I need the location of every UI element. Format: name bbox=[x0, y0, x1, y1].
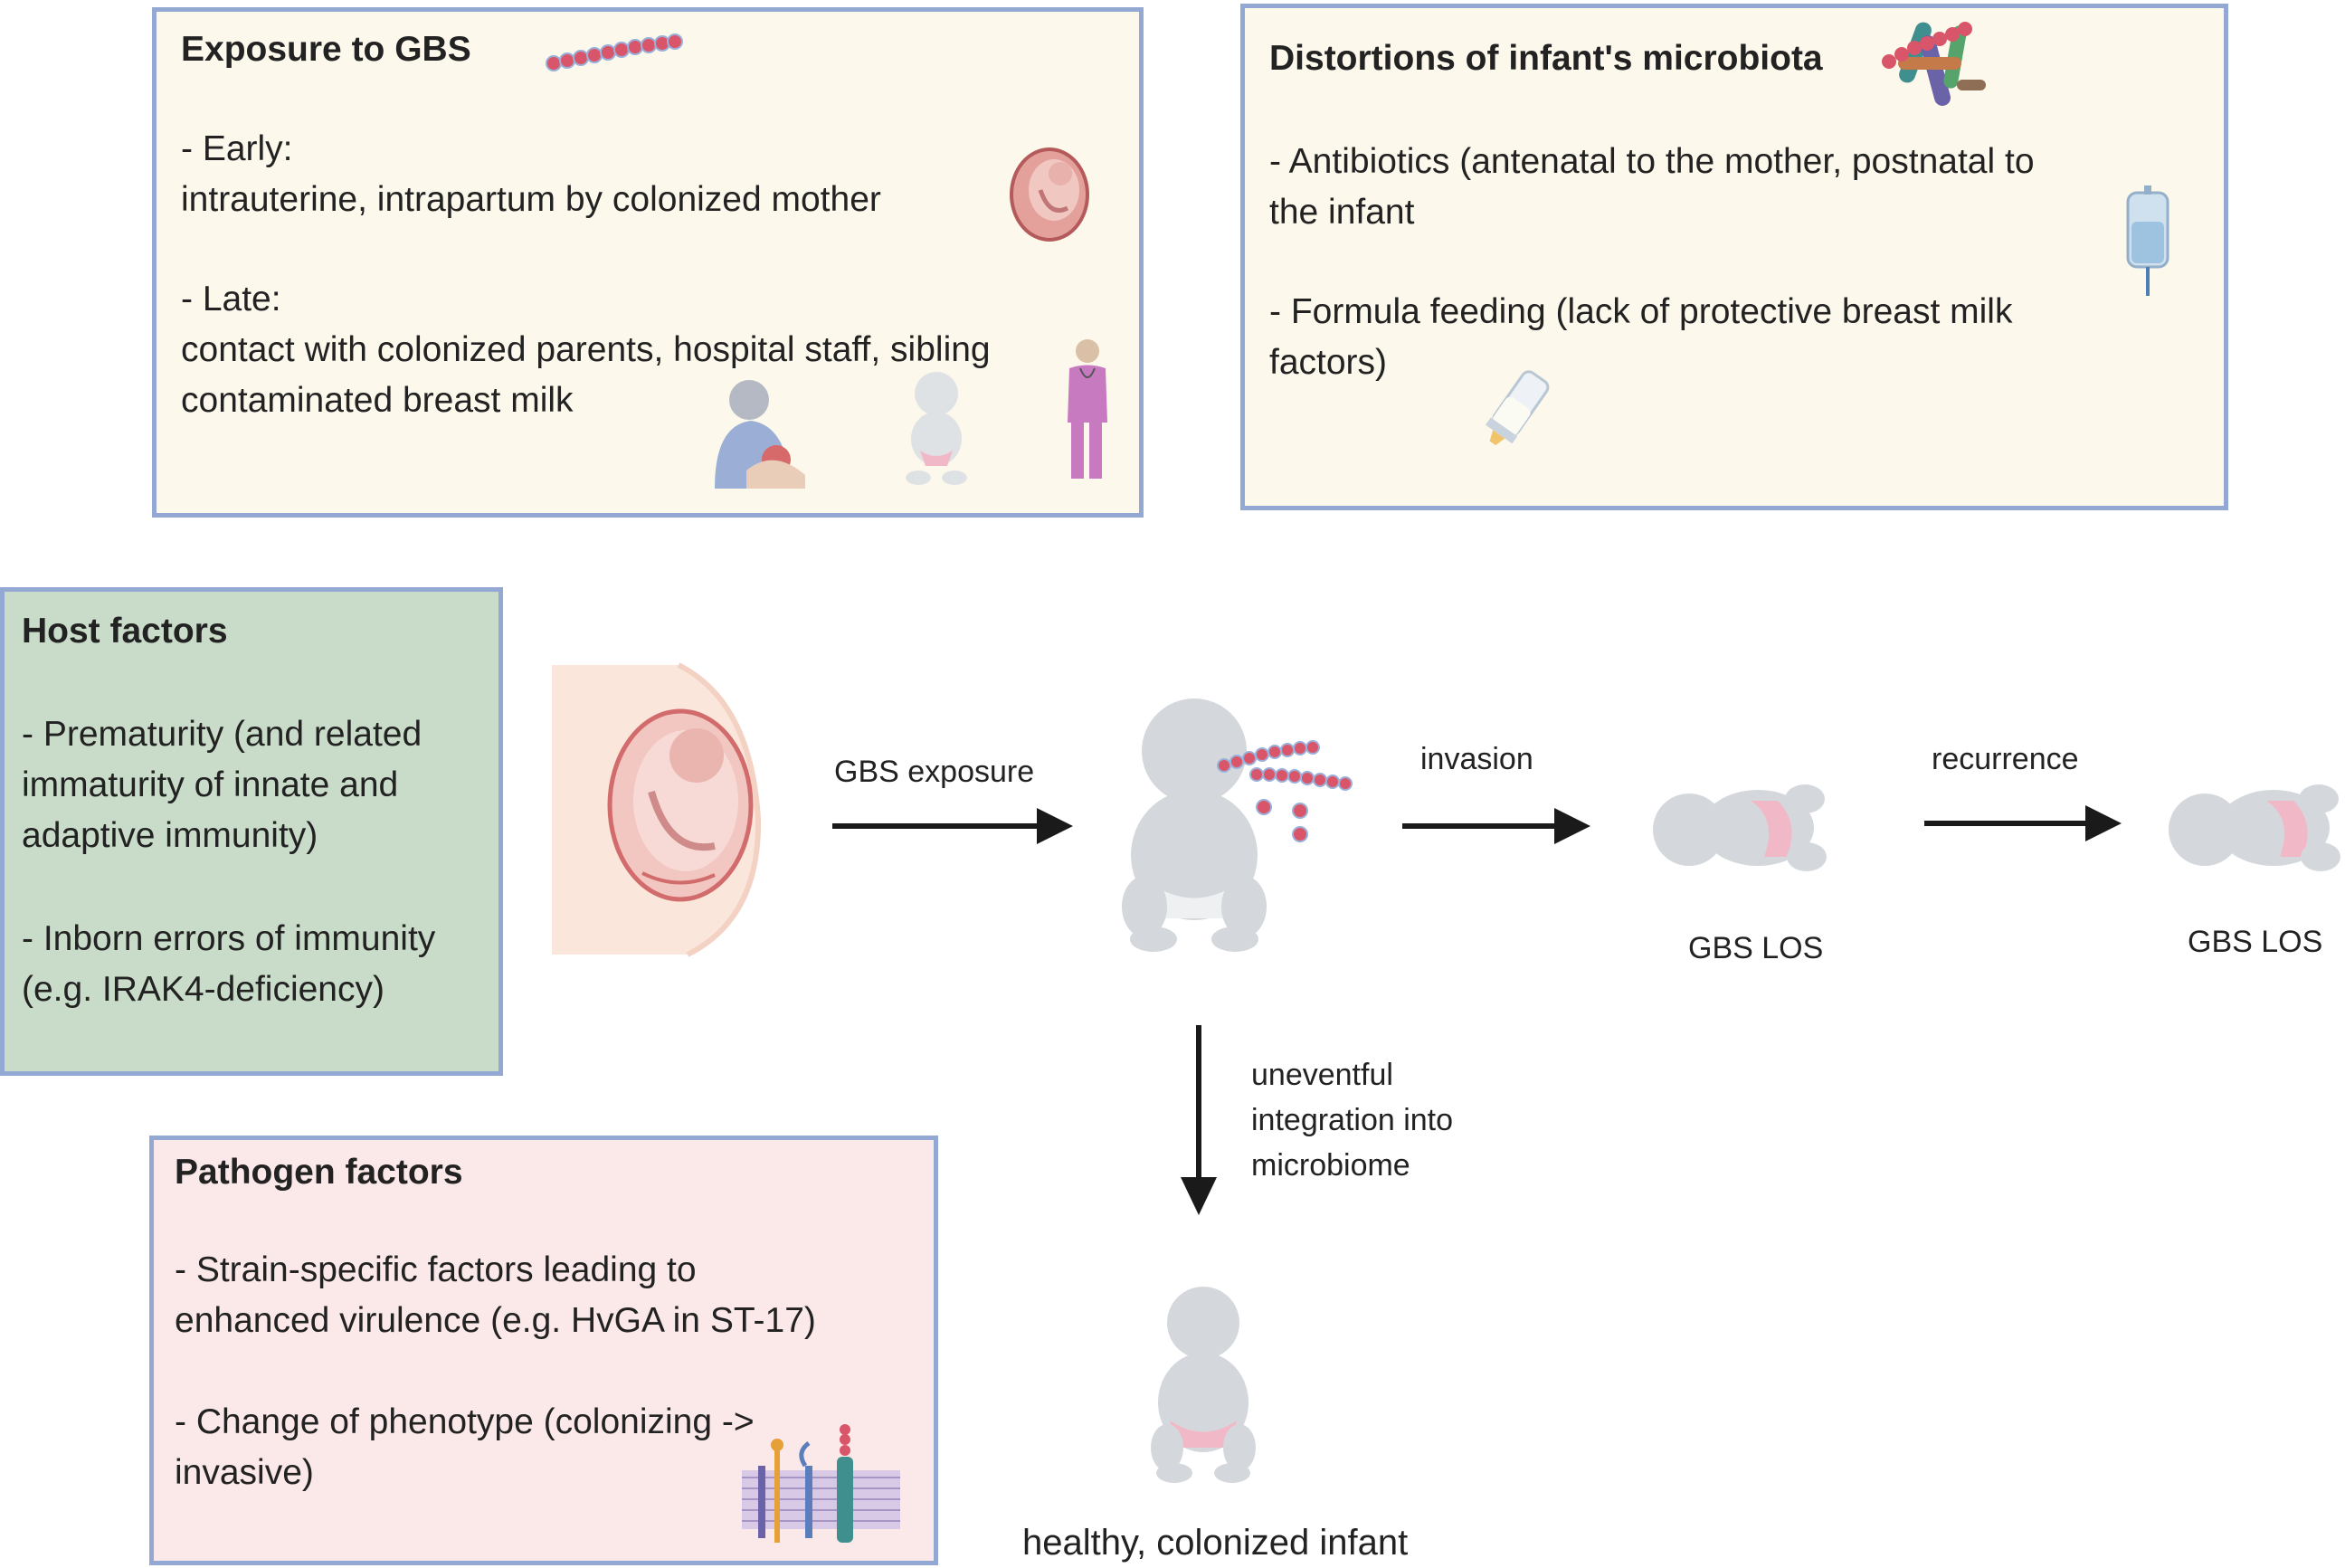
uneventful-text-1: uneventful bbox=[1251, 1058, 1393, 1092]
pathogen-strain-2: enhanced virulence (e.g. HvGA in ST-17) bbox=[175, 1301, 816, 1340]
uneventful-arrow bbox=[1181, 1025, 1217, 1215]
pathogen-strain-1: - Strain-specific factors leading to bbox=[175, 1250, 697, 1289]
healthy-infant-label: healthy, colonized infant bbox=[1022, 1523, 1409, 1563]
exposure-title: Exposure to GBS bbox=[181, 30, 471, 69]
microbiota-formula-1: - Formula feeding (lack of protective br… bbox=[1269, 292, 2013, 331]
breastfeeding-mother-icon bbox=[715, 380, 805, 489]
exposure-early-label: - Early: bbox=[181, 129, 293, 168]
nurse-icon bbox=[1068, 339, 1107, 479]
recurrence-label: recurrence bbox=[1932, 742, 2079, 776]
gbs-exposure-label: GBS exposure bbox=[834, 755, 1035, 789]
microbiota-antibiotics-2: the infant bbox=[1269, 193, 1415, 232]
gbs-los-label-2: GBS LOS bbox=[2188, 925, 2323, 959]
host-factors-box: Host factors - Prematurity (and related … bbox=[0, 587, 503, 1076]
gbs-los-label-1: GBS LOS bbox=[1688, 931, 1824, 965]
membrane-proteins-icon bbox=[742, 1424, 900, 1543]
sitting-baby-icon bbox=[1122, 698, 1267, 952]
pathogen-title: Pathogen factors bbox=[175, 1153, 463, 1192]
recurrence-arrow bbox=[1924, 805, 2122, 841]
host-prematurity-2: immaturity of innate and bbox=[22, 765, 399, 804]
microbiota-box: Distortions of infant's microbiota - Ant… bbox=[1240, 4, 2228, 510]
sitting-baby-icon bbox=[906, 372, 967, 485]
exposure-early-text: intrauterine, intrapartum by colonized m… bbox=[181, 180, 881, 219]
uneventful-text-2: integration into bbox=[1251, 1103, 1454, 1137]
exposure-late-label: - Late: bbox=[181, 280, 281, 318]
exposure-late-text-1: contact with colonized parents, hospital… bbox=[181, 330, 991, 369]
streptococcus-chain-icon bbox=[546, 33, 683, 71]
invasion-label: invasion bbox=[1420, 742, 1533, 776]
lying-infant-icon bbox=[1653, 784, 1827, 871]
host-prematurity-1: - Prematurity (and related bbox=[22, 715, 422, 754]
pathogen-phenotype-1: - Change of phenotype (colonizing -> bbox=[175, 1402, 755, 1441]
iv-bag-icon bbox=[2126, 185, 2169, 296]
host-inborn-2: (e.g. IRAK4-deficiency) bbox=[22, 970, 385, 1009]
pregnant-woman-icon bbox=[552, 662, 762, 957]
fetus-in-uterus-icon bbox=[1010, 147, 1089, 242]
host-inborn-1: - Inborn errors of immunity bbox=[22, 919, 436, 958]
microbiota-formula-2: factors) bbox=[1269, 343, 1388, 382]
bacteria-cluster-icon bbox=[1882, 22, 1986, 106]
host-prematurity-3: adaptive immunity) bbox=[22, 816, 318, 855]
pathogen-phenotype-2: invasive) bbox=[175, 1453, 314, 1492]
exposure-box: Exposure to GBS - Early: intrauterine, i… bbox=[152, 7, 1144, 518]
uneventful-text-3: microbiome bbox=[1251, 1148, 1410, 1183]
gbs-exposure-arrow bbox=[832, 808, 1073, 844]
healthy-baby-icon bbox=[1151, 1287, 1256, 1483]
gbs-bacteria-icon bbox=[1217, 740, 1353, 842]
baby-bottle-icon bbox=[1485, 370, 1550, 446]
exposure-late-text-2: contaminated breast milk bbox=[181, 381, 574, 420]
invasion-arrow bbox=[1402, 808, 1590, 844]
microbiota-title: Distortions of infant's microbiota bbox=[1269, 39, 1823, 78]
microbiota-antibiotics-1: - Antibiotics (antenatal to the mother, … bbox=[1269, 142, 2035, 181]
host-title: Host factors bbox=[22, 612, 228, 651]
lying-infant-icon bbox=[2169, 784, 2340, 871]
